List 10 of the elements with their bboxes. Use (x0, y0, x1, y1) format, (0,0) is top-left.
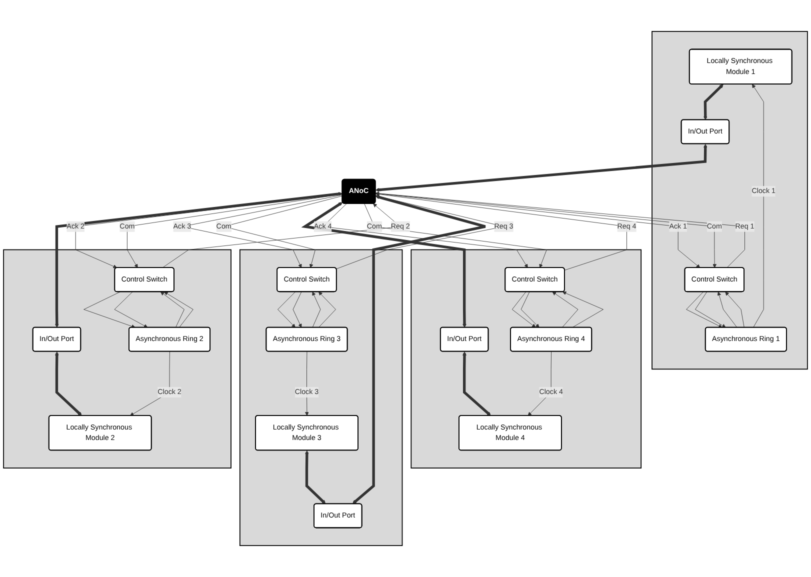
arrow (54, 352, 82, 416)
arrow (462, 352, 491, 416)
cluster (3, 249, 232, 468)
arrow (304, 450, 326, 504)
arrow (375, 144, 708, 192)
arrow (352, 195, 487, 504)
arrow (703, 84, 724, 120)
cluster (239, 249, 403, 546)
cluster (410, 249, 642, 468)
cluster (652, 30, 808, 370)
